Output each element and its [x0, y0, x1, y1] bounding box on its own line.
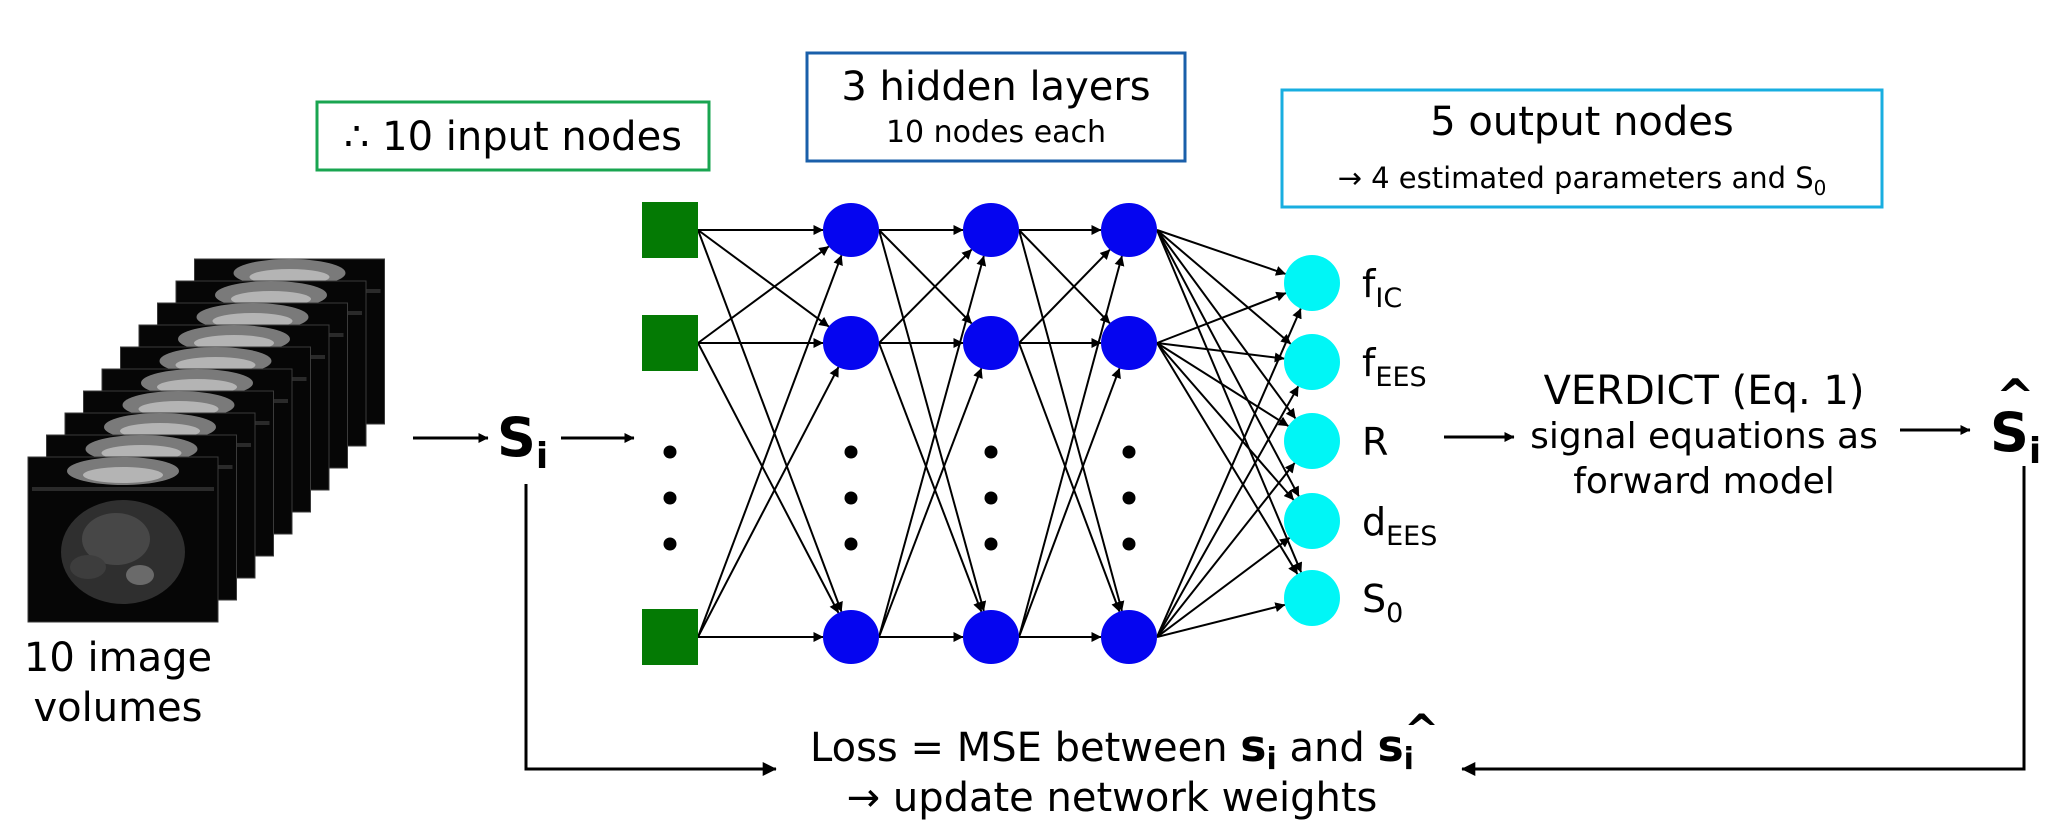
connection: [1156, 342, 1299, 575]
output-node-4: [1284, 493, 1340, 549]
output-label-4: dEES: [1362, 500, 1437, 552]
signal-si: Si: [497, 406, 548, 477]
hidden-node-l1-1: [823, 203, 879, 257]
image-volumes-label-line2: volumes: [33, 685, 202, 731]
ellipsis-dot: [1122, 537, 1136, 551]
hidden-node-l1-2: [823, 316, 879, 370]
connection: [1156, 602, 1286, 638]
connection: [1156, 229, 1300, 497]
input-node-2: [642, 315, 698, 371]
image-volume-stack: [27, 258, 385, 623]
connection: [1156, 229, 1292, 345]
therefore-symbol: ∴: [344, 114, 369, 160]
input-nodes-box: [315, 100, 711, 172]
hidden-node-l2-3: [963, 610, 1019, 664]
hidden-node-l3-3: [1101, 610, 1157, 664]
estimated-signal-hat-accent: ^: [1996, 369, 2035, 423]
connection: [1018, 342, 1121, 613]
connection: [878, 229, 973, 325]
connection: [1018, 255, 1125, 638]
connection: [1018, 229, 1125, 612]
connection: [878, 367, 983, 638]
output-node-5: [1284, 570, 1340, 626]
connection: [878, 229, 987, 612]
output-nodes-title: 5 output nodes: [1430, 99, 1733, 145]
network-nodes: [642, 202, 1340, 665]
connection: [1156, 308, 1302, 638]
loss-hat-accent: ^: [1404, 705, 1439, 754]
connection: [878, 255, 987, 638]
hidden-layers-title: 3 hidden layers: [841, 64, 1150, 110]
ellipsis-dot: [844, 537, 858, 551]
output-label-2: fEES: [1362, 341, 1427, 393]
connection: [697, 342, 840, 614]
connection: [1156, 342, 1285, 363]
connection: [878, 248, 973, 344]
ellipsis-dot: [663, 491, 677, 505]
connection: [878, 342, 983, 613]
connection: [697, 229, 830, 328]
output-label-1: fIC: [1362, 262, 1402, 314]
image-volume-1: [27, 456, 219, 623]
connection: [1156, 342, 1295, 501]
connection: [697, 254, 843, 638]
connection: [697, 366, 840, 638]
connection: [697, 229, 843, 613]
ellipsis-dot: [663, 537, 677, 551]
network-connections: [697, 225, 1303, 642]
hidden-node-l3-1: [1101, 203, 1157, 257]
input-nodes-text: 10 input nodes: [382, 114, 682, 160]
connection: [1156, 229, 1286, 276]
connection: [1156, 291, 1287, 344]
hidden-layers-box: [805, 51, 1187, 163]
hidden-node-l2-1: [963, 203, 1019, 257]
output-node-2: [1284, 334, 1340, 390]
ellipsis-dots: [663, 445, 1136, 551]
connection: [1156, 229, 1303, 573]
connection: [1156, 462, 1296, 638]
ellipsis-dot: [663, 445, 677, 459]
connection: [1156, 536, 1291, 638]
connection: [1018, 229, 1111, 325]
output-node-3: [1284, 413, 1340, 469]
connection: [1156, 229, 1297, 420]
hidden-node-l1-3: [823, 610, 879, 664]
ellipsis-dot: [984, 445, 998, 459]
output-label-5: S0: [1362, 577, 1403, 629]
arrow-signal-to-loss: [524, 484, 777, 776]
loss-update-line: → update network weights: [847, 775, 1378, 821]
ellipsis-dot: [844, 445, 858, 459]
hidden-layers-subtitle: 10 nodes each: [886, 115, 1106, 150]
ellipsis-dot: [1122, 445, 1136, 459]
ellipsis-dot: [984, 491, 998, 505]
verdict-line3: forward model: [1573, 461, 1835, 502]
verdict-title: VERDICT (Eq. 1): [1544, 368, 1865, 414]
loss-equation: Loss = MSE between si and si: [810, 721, 1414, 777]
connection: [1156, 342, 1289, 427]
hidden-node-l2-2: [963, 316, 1019, 370]
ellipsis-dot: [984, 537, 998, 551]
estimated-signal-si: Si: [1990, 401, 2041, 472]
verdict-line2: signal equations as: [1530, 416, 1878, 457]
connection: [697, 245, 830, 344]
connection: [1018, 248, 1111, 344]
ellipsis-dot: [844, 491, 858, 505]
input-nodes-box-label: ∴ 10 input nodes: [344, 114, 682, 160]
input-node-1: [642, 202, 698, 258]
output-nodes-box: [1280, 88, 1884, 209]
output-node-1: [1284, 255, 1340, 311]
output-label-3: R: [1362, 420, 1388, 464]
input-node-3: [642, 609, 698, 665]
image-volumes-label-line1: 10 image: [24, 635, 212, 681]
output-nodes-subtitle: → 4 estimated parameters and S0: [1338, 161, 1827, 200]
connection: [1018, 367, 1121, 638]
arrow-estimate-to-loss: [1461, 466, 2026, 776]
connection: [1156, 385, 1300, 638]
ellipsis-dot: [1122, 491, 1136, 505]
hidden-node-l3-2: [1101, 316, 1157, 370]
